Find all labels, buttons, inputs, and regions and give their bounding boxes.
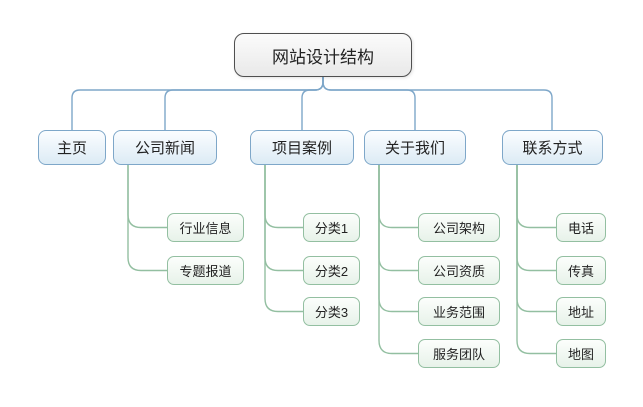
node-industry-info[interactable]: 行业信息 [167,213,244,242]
node-company-qualification[interactable]: 公司资质 [418,256,500,285]
connector-news-special [127,165,167,272]
node-company-news[interactable]: 公司新闻 [113,130,217,165]
node-business-scope[interactable]: 业务范围 [418,297,500,326]
node-category-3[interactable]: 分类3 [303,297,360,326]
node-root[interactable]: 网站设计结构 [234,33,412,77]
connector-cases-cat2 [264,165,303,272]
node-contact[interactable]: 联系方式 [502,130,603,165]
connector-news-industry [127,165,167,229]
connector-about-qualif [378,165,418,272]
connector-root-cases [301,77,324,130]
node-phone[interactable]: 电话 [556,213,606,242]
node-service-team[interactable]: 服务团队 [418,339,500,368]
connector-root-contact [322,77,553,130]
connector-root-about [322,77,416,130]
node-category-2[interactable]: 分类2 [303,256,360,285]
connector-cases-cat1 [264,165,303,229]
connector-contact-address [516,165,556,313]
connector-root-news [164,77,324,130]
connector-about-team [378,165,418,355]
node-company-structure[interactable]: 公司架构 [418,213,500,242]
connector-contact-map [516,165,556,355]
node-about-us[interactable]: 关于我们 [364,130,466,165]
connector-contact-phone [516,165,556,229]
node-fax[interactable]: 传真 [556,256,606,285]
connector-root-home [71,77,324,130]
node-category-1[interactable]: 分类1 [303,213,360,242]
connector-contact-fax [516,165,556,272]
connector-about-structure [378,165,418,229]
node-project-cases[interactable]: 项目案例 [250,130,354,165]
node-special-report[interactable]: 专题报道 [167,256,244,285]
node-map[interactable]: 地图 [556,339,606,368]
node-address[interactable]: 地址 [556,297,606,326]
connector-cases-cat3 [264,165,303,313]
connector-about-scope [378,165,418,313]
node-home[interactable]: 主页 [38,130,106,165]
